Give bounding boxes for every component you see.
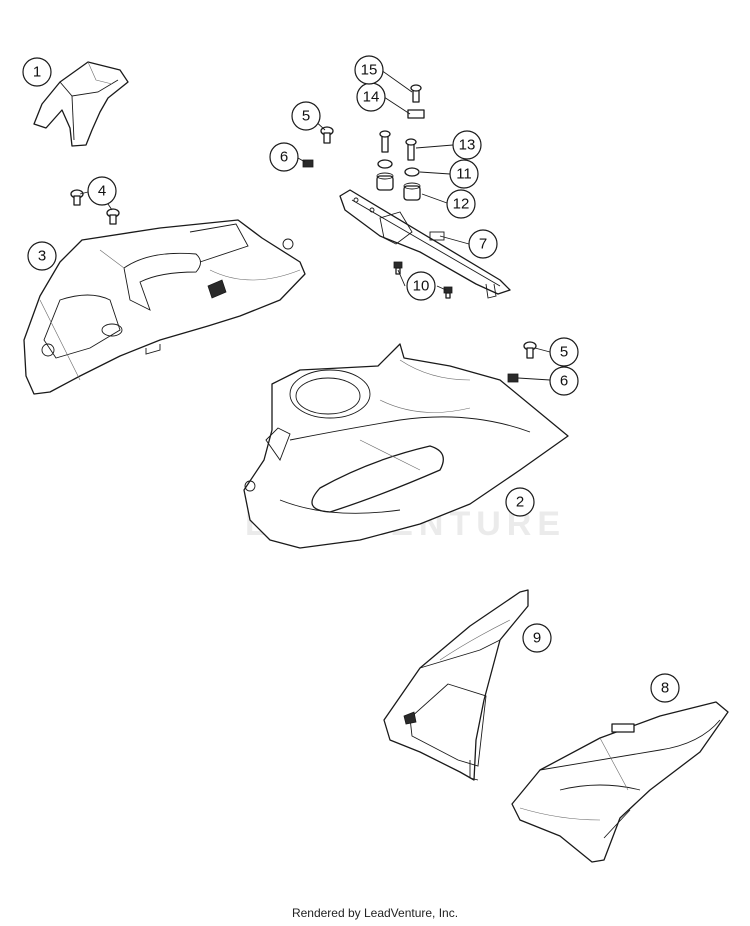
callout-6-upper: 6 bbox=[269, 142, 299, 172]
part-8-side-cover bbox=[511, 701, 729, 863]
svg-text:9: 9 bbox=[533, 630, 541, 647]
svg-text:6: 6 bbox=[560, 373, 568, 390]
callout-5-right: 5 bbox=[549, 337, 579, 367]
callout-6-right: 6 bbox=[549, 366, 579, 396]
callout-4: 4 bbox=[87, 176, 117, 206]
svg-text:2: 2 bbox=[516, 494, 524, 511]
part-1-cover bbox=[33, 61, 129, 147]
part-7-bracket bbox=[339, 189, 511, 299]
render-credit: Rendered by LeadVenture, Inc. bbox=[291, 906, 459, 920]
svg-text:5: 5 bbox=[560, 344, 568, 361]
callout-1: 1 bbox=[22, 57, 52, 87]
svg-text:12: 12 bbox=[453, 196, 470, 213]
fasteners-5-6-upper bbox=[302, 126, 334, 168]
callout-8: 8 bbox=[650, 673, 680, 703]
part-9-side-panel bbox=[383, 589, 529, 781]
callout-11: 11 bbox=[449, 159, 479, 189]
callout-5-upper: 5 bbox=[291, 101, 321, 131]
svg-text:14: 14 bbox=[363, 89, 380, 106]
svg-text:5: 5 bbox=[302, 108, 310, 125]
part-3-fairing bbox=[23, 219, 306, 395]
svg-text:7: 7 bbox=[479, 236, 487, 253]
svg-text:10: 10 bbox=[413, 278, 430, 295]
svg-text:8: 8 bbox=[661, 680, 669, 697]
svg-text:3: 3 bbox=[38, 248, 46, 265]
callout-15: 15 bbox=[354, 55, 384, 85]
svg-text:11: 11 bbox=[456, 166, 472, 183]
part-2-tank-cover bbox=[243, 343, 569, 549]
callout-7: 7 bbox=[468, 229, 498, 259]
svg-text:1: 1 bbox=[33, 64, 41, 81]
callout-3: 3 bbox=[27, 241, 57, 271]
leader-lines bbox=[79, 69, 551, 381]
callout-12: 12 bbox=[446, 189, 476, 219]
callout-13: 13 bbox=[452, 130, 482, 160]
svg-text:4: 4 bbox=[98, 183, 106, 200]
callout-9: 9 bbox=[522, 623, 552, 653]
hardware-11-15 bbox=[376, 84, 425, 201]
svg-text:13: 13 bbox=[459, 137, 476, 154]
callout-10: 10 bbox=[406, 271, 436, 301]
fasteners-5-6-right bbox=[507, 341, 537, 383]
callout-14: 14 bbox=[356, 82, 386, 112]
svg-text:6: 6 bbox=[280, 149, 288, 166]
screws-4 bbox=[70, 189, 120, 225]
svg-text:15: 15 bbox=[361, 62, 378, 79]
callout-2: 2 bbox=[505, 487, 535, 517]
